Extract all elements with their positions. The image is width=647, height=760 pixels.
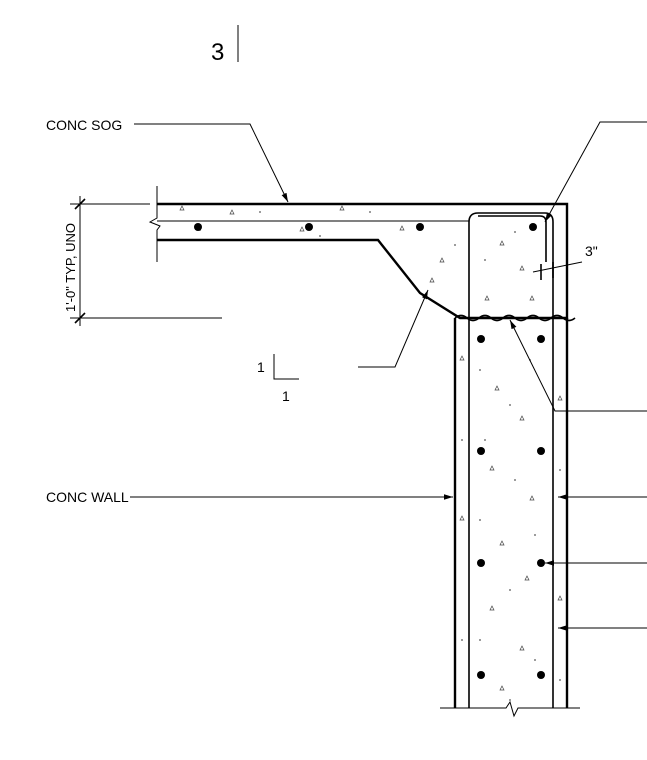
clearance-dimension: 3" xyxy=(532,243,598,280)
slope-triangle xyxy=(273,354,299,380)
rebar-dot xyxy=(477,335,485,343)
rebar-dot xyxy=(537,335,545,343)
wall-top-inner-outline xyxy=(468,212,554,318)
dimension-tick-bottom xyxy=(74,312,86,324)
rebar-dot xyxy=(537,671,545,679)
rebar-dot xyxy=(194,223,202,231)
conc-sog-label: CONC SOG xyxy=(46,117,122,133)
construction-joint xyxy=(454,314,576,322)
detail-number: 3 xyxy=(211,39,224,66)
slab-outline xyxy=(157,202,569,320)
callouts: CONC SOG CONC WALL xyxy=(46,117,647,631)
dimension-tick-top xyxy=(74,198,86,210)
rebar-dot xyxy=(537,559,545,567)
slope-run-label: 1 xyxy=(282,388,290,404)
rebar-dot xyxy=(477,447,485,455)
wall-break-line xyxy=(440,700,580,718)
slab-thickness-label: 1'-0" TYP, UNO xyxy=(63,223,78,312)
hook-leader xyxy=(544,121,647,223)
rebar-dot xyxy=(305,223,313,231)
concrete-stipple xyxy=(179,205,563,701)
rebar-dot xyxy=(477,559,485,567)
rebar-dot xyxy=(416,223,424,231)
conc-sog-leader xyxy=(134,123,289,203)
slab-break-line xyxy=(148,186,161,262)
joint-leader xyxy=(509,319,647,412)
rebar-dot xyxy=(529,223,537,231)
rebar-dot xyxy=(537,447,545,455)
clearance-label: 3" xyxy=(585,243,598,259)
haunch-leader xyxy=(358,289,429,368)
wall-outline xyxy=(453,318,569,708)
slope-indicator: 1 1 xyxy=(257,354,299,404)
conc-wall-label: CONC WALL xyxy=(46,489,129,505)
rebar-dot xyxy=(477,671,485,679)
slope-rise-label: 1 xyxy=(257,359,265,375)
concrete-section xyxy=(148,186,580,718)
rebar-dots xyxy=(194,223,545,679)
slab-thickness-dimension: 1'-0" TYP, UNO xyxy=(63,196,222,326)
